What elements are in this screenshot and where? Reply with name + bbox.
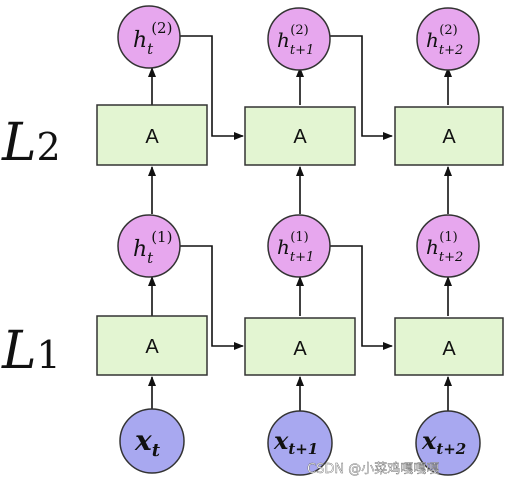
input-label: xt+1 bbox=[273, 426, 318, 458]
hidden-state-label: ht(1) bbox=[133, 228, 172, 267]
hidden-state-label: ht+2(2) bbox=[426, 23, 463, 58]
input-node bbox=[415, 410, 481, 476]
cell-label: A bbox=[145, 126, 159, 148]
hidden-state-label: ht+1(1) bbox=[277, 230, 314, 265]
cell-label: A bbox=[442, 126, 456, 148]
watermark: CSDN @小菜鸡嘎嘎嘎 bbox=[307, 461, 440, 477]
hidden-state-node bbox=[117, 5, 181, 69]
cell-label: A bbox=[293, 338, 307, 360]
layer1-cells: A A A bbox=[96, 315, 504, 376]
rnn-cell bbox=[394, 317, 504, 376]
layer1-hidden-states: ht(1) ht+1(1) ht+2(1) bbox=[117, 214, 480, 278]
hidden-state-node bbox=[416, 7, 480, 71]
recurrent-arrow bbox=[176, 245, 244, 350]
layer-label-l2: L2 bbox=[1, 113, 61, 173]
hidden-state-node bbox=[416, 214, 480, 278]
cell-label: A bbox=[145, 336, 159, 358]
layer-label-l1: L1 bbox=[1, 321, 61, 381]
hidden-state-label: ht+1(2) bbox=[277, 23, 314, 58]
recurrent-arrows-l2 bbox=[176, 35, 393, 140]
recurrent-arrow bbox=[326, 245, 393, 350]
input-node bbox=[267, 410, 333, 476]
cell-label: A bbox=[442, 338, 456, 360]
watermark-text: CSDN @小菜鸡嘎嘎嘎 bbox=[307, 461, 439, 477]
rnn-cell bbox=[96, 315, 208, 376]
hidden-state-label: ht(2) bbox=[133, 19, 172, 58]
rnn-cell bbox=[244, 317, 356, 376]
layer2-hidden-states: ht(2) ht+1(2) ht+2(2) bbox=[117, 5, 480, 71]
input-node bbox=[119, 408, 185, 474]
hidden-state-node bbox=[117, 214, 181, 278]
hidden-state-node bbox=[267, 7, 331, 71]
cell-label: A bbox=[293, 126, 307, 148]
input-label: xt bbox=[134, 424, 161, 461]
hidden-state-node bbox=[267, 214, 331, 278]
layer2-cells: A A A bbox=[96, 104, 504, 166]
recurrent-arrows-l1 bbox=[176, 245, 393, 350]
input-label: xt+2 bbox=[421, 426, 466, 458]
hidden-state-label: ht+2(1) bbox=[426, 230, 463, 265]
rnn-cell bbox=[244, 106, 356, 166]
rnn-cell bbox=[96, 104, 208, 166]
rnn-cell bbox=[394, 106, 504, 166]
vertical-arrows bbox=[148, 67, 452, 412]
recurrent-arrow bbox=[326, 35, 393, 140]
input-nodes: xt xt+1 xt+2 bbox=[119, 408, 481, 476]
recurrent-arrow bbox=[176, 35, 244, 140]
